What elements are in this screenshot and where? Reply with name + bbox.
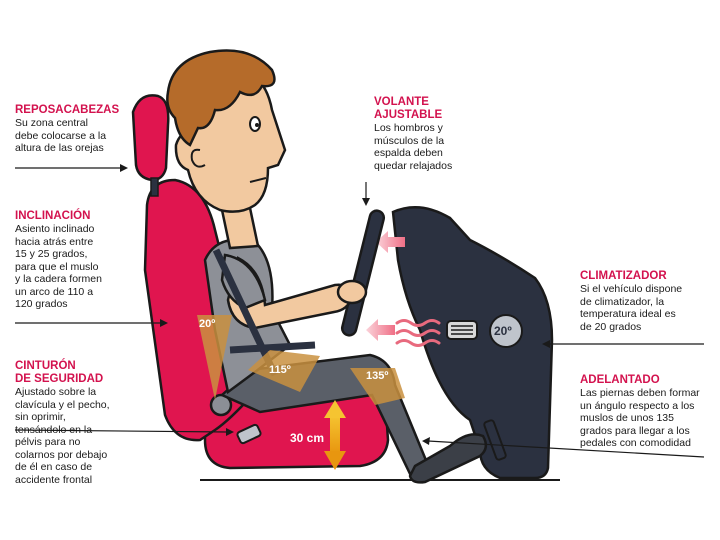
pedal: [483, 419, 507, 461]
label-cinturon: CINTURÓN DE SEGURIDAD Ajustado sobre la …: [15, 360, 145, 486]
sleeve: [220, 253, 267, 310]
headrest: [131, 94, 170, 182]
label-title: REPOSACABEZAS: [15, 104, 120, 116]
label-title: CLIMATIZADOR: [580, 270, 667, 282]
seat-angle-wedge: [197, 315, 232, 400]
ear: [190, 148, 206, 168]
eye: [249, 116, 261, 132]
knee-angle-label: 135º: [366, 370, 389, 382]
seat-angle-label: 20º: [199, 318, 216, 330]
label-title: ADELANTADO: [580, 374, 660, 386]
seat-belt: [212, 248, 279, 377]
label-title: VOLANTE AJUSTABLE: [374, 96, 443, 121]
label-body: Ajustado sobre la clavícula y el pecho, …: [15, 386, 110, 486]
climate-display: [489, 314, 523, 348]
label-title: INCLINACIÓN: [15, 210, 91, 222]
pointer-arrows: [14, 164, 705, 458]
label-body: Si el vehículo dispone de climatizador, …: [580, 283, 683, 333]
belt-buckle: [236, 423, 262, 445]
air-vent-icon: [446, 320, 478, 340]
hand: [336, 279, 368, 305]
seat-belt: [229, 341, 316, 354]
airflow-arrow-icon: [376, 231, 405, 253]
climate-display-label: 20º: [494, 324, 512, 338]
headrest-post: [150, 177, 159, 197]
label-adelantado: ADELANTADO Las piernas deben formar un á…: [580, 374, 718, 450]
steering-wheel: [340, 209, 386, 337]
label-body: Los hombros y músculos de la espalda deb…: [374, 122, 453, 172]
shoe: [408, 433, 488, 484]
seat-height-label: 30 cm: [290, 431, 325, 445]
label-climatizador: CLIMATIZADOR Si el vehículo dispone de c…: [580, 270, 715, 333]
airflow-arrow-icon: [366, 319, 395, 341]
label-title: CINTURÓN DE SEGURIDAD: [15, 360, 104, 385]
hip-angle-wedge: [248, 350, 320, 392]
pupil: [255, 123, 259, 127]
label-volante: VOLANTE AJUSTABLE Los hombros y músculos…: [374, 96, 484, 172]
label-body: Su zona central debe colocarse a la altu…: [15, 117, 107, 154]
heat-waves-icon: [395, 319, 441, 347]
label-body: Las piernas deben formar un ángulo respe…: [580, 387, 700, 449]
knee-angle-wedge: [350, 368, 405, 405]
label-body: Asiento inclinado hacia atrás entre 15 y…: [15, 223, 102, 310]
height-arrow-icon: [324, 400, 346, 470]
label-inclinacion: INCLINACIÓN Asiento inclinado hacia atrá…: [15, 210, 145, 311]
hair: [166, 49, 276, 147]
mouth: [249, 177, 267, 183]
label-reposacabezas: REPOSACABEZAS Su zona central debe coloc…: [15, 104, 140, 155]
hip-angle-label: 115º: [269, 364, 291, 376]
